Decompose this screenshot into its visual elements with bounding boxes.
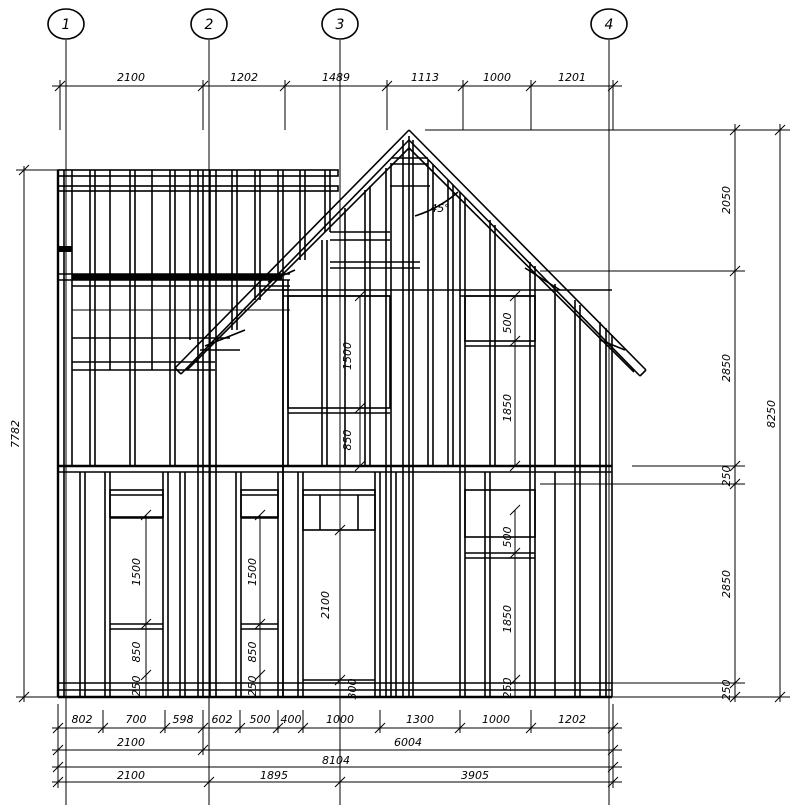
dim-top-2: 1202 xyxy=(230,71,258,84)
axis-label-3: 3 xyxy=(336,17,345,33)
dim-bottom-1: 802 xyxy=(72,713,93,726)
dim-top-3: 1489 xyxy=(322,71,350,84)
dim-bottom-row2-1: 2100 xyxy=(117,736,145,749)
building-frame xyxy=(56,129,647,699)
top-dimension-chain: 2100 1202 1489 1113 1000 1201 xyxy=(52,71,622,130)
dim-door-2100: 2100 xyxy=(319,591,332,619)
dim-right-total: 8250 xyxy=(765,400,778,428)
dim-bottom-6: 400 xyxy=(281,713,302,726)
dim-bottom-row4-1: 2100 xyxy=(117,769,145,782)
dim-bottom-2: 700 xyxy=(126,713,147,726)
dim-lrw-1850: 1850 xyxy=(501,605,514,633)
dim-top-1: 2100 xyxy=(117,71,145,84)
axis-bubble-2 xyxy=(190,8,228,40)
dim-bottom-row2-2: 6004 xyxy=(394,736,422,749)
dim-right-4: 2850 xyxy=(720,570,733,598)
dim-top-5: 1000 xyxy=(483,71,511,84)
roof-angle-arc xyxy=(414,191,459,217)
dim-top-4: 1113 xyxy=(411,71,439,84)
dim-right-2: 2850 xyxy=(720,354,733,382)
dim-bottom-row4-3: 3905 xyxy=(461,769,489,782)
dim-bottom-8: 1300 xyxy=(406,713,434,726)
dim-left-total: 7782 xyxy=(9,420,22,448)
dim-top-6: 1201 xyxy=(558,71,586,84)
axis-label-1: 1 xyxy=(62,17,71,33)
dim-urw-1850: 1850 xyxy=(501,394,514,422)
dim-lmw-250: 250 xyxy=(246,676,259,697)
dim-urw-500: 500 xyxy=(501,313,514,334)
dim-bottom-4: 602 xyxy=(212,713,233,726)
opening-dimensions: 1500 850 250 1500 850 250 2100 300 1500 … xyxy=(130,202,521,700)
dim-right-1: 2050 xyxy=(720,186,733,214)
dim-umw-850: 850 xyxy=(341,430,354,451)
dim-bottom-total: 8104 xyxy=(322,754,350,767)
dim-bottom-3: 598 xyxy=(173,713,194,726)
dim-right-3: 250 xyxy=(720,466,733,487)
dim-right-5: 250 xyxy=(720,680,733,701)
dim-door-300: 300 xyxy=(346,679,359,700)
axis-bubble-4 xyxy=(590,8,628,40)
dim-bottom-row4-2: 1895 xyxy=(260,769,288,782)
dim-llw-250: 250 xyxy=(130,676,143,697)
axis-bubble-1 xyxy=(47,8,85,40)
dim-bottom-5: 500 xyxy=(250,713,271,726)
axis-label-4: 4 xyxy=(605,17,614,33)
bottom-dimensions: 802 700 598 602 500 400 1000 1300 1000 1… xyxy=(52,704,622,788)
roof-angle-label: 45° xyxy=(430,202,450,215)
dim-bottom-7: 1000 xyxy=(326,713,354,726)
dim-lrw-250: 250 xyxy=(501,678,514,699)
right-dimensions: 2050 2850 250 2850 250 8250 xyxy=(425,124,790,703)
dim-bottom-9: 1000 xyxy=(482,713,510,726)
dim-lmw-1500: 1500 xyxy=(246,558,259,586)
axis-bubble-3 xyxy=(321,8,359,40)
axis-markers: 1 2 3 4 xyxy=(47,8,628,805)
dim-llw-850: 850 xyxy=(130,642,143,663)
dim-lmw-850: 850 xyxy=(246,642,259,663)
dim-bottom-10: 1202 xyxy=(558,713,586,726)
left-dimension: 7782 xyxy=(9,164,60,703)
dim-umw-1500: 1500 xyxy=(341,342,354,370)
dim-llw-1500: 1500 xyxy=(130,558,143,586)
axis-label-2: 2 xyxy=(205,17,214,33)
dim-lrw-500: 500 xyxy=(501,527,514,548)
